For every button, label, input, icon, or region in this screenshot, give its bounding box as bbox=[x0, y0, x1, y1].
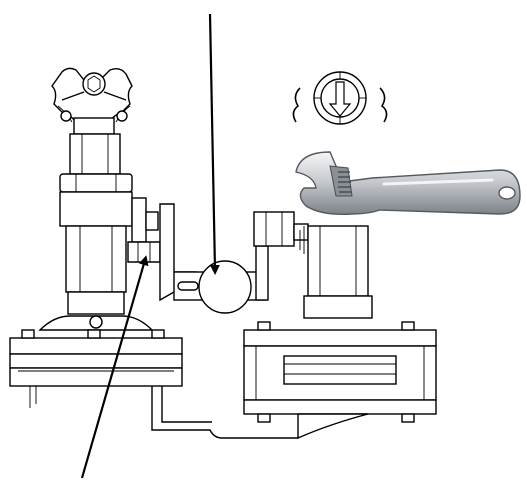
wrench-icon bbox=[295, 151, 521, 216]
right-flange-top bbox=[243, 329, 437, 347]
right-flange-assembly bbox=[243, 225, 437, 440]
valve-handwheel-icon bbox=[51, 67, 133, 135]
pointer-arrow-bottom bbox=[80, 255, 149, 479]
side-port bbox=[131, 197, 147, 243]
left-flange bbox=[9, 337, 183, 355]
rotate-direction-icon bbox=[292, 71, 388, 125]
left-valve-assembly bbox=[9, 67, 298, 439]
pointer-arrow-top bbox=[208, 13, 220, 275]
valve-body bbox=[59, 191, 133, 227]
sight-glass bbox=[283, 355, 397, 385]
right-pipe bbox=[307, 225, 369, 297]
ball-valve bbox=[198, 260, 252, 314]
valve-bonnet bbox=[69, 133, 121, 175]
bracket-assembly bbox=[159, 203, 309, 314]
packing-nut bbox=[59, 173, 133, 193]
valve-lower-body bbox=[65, 225, 127, 293]
